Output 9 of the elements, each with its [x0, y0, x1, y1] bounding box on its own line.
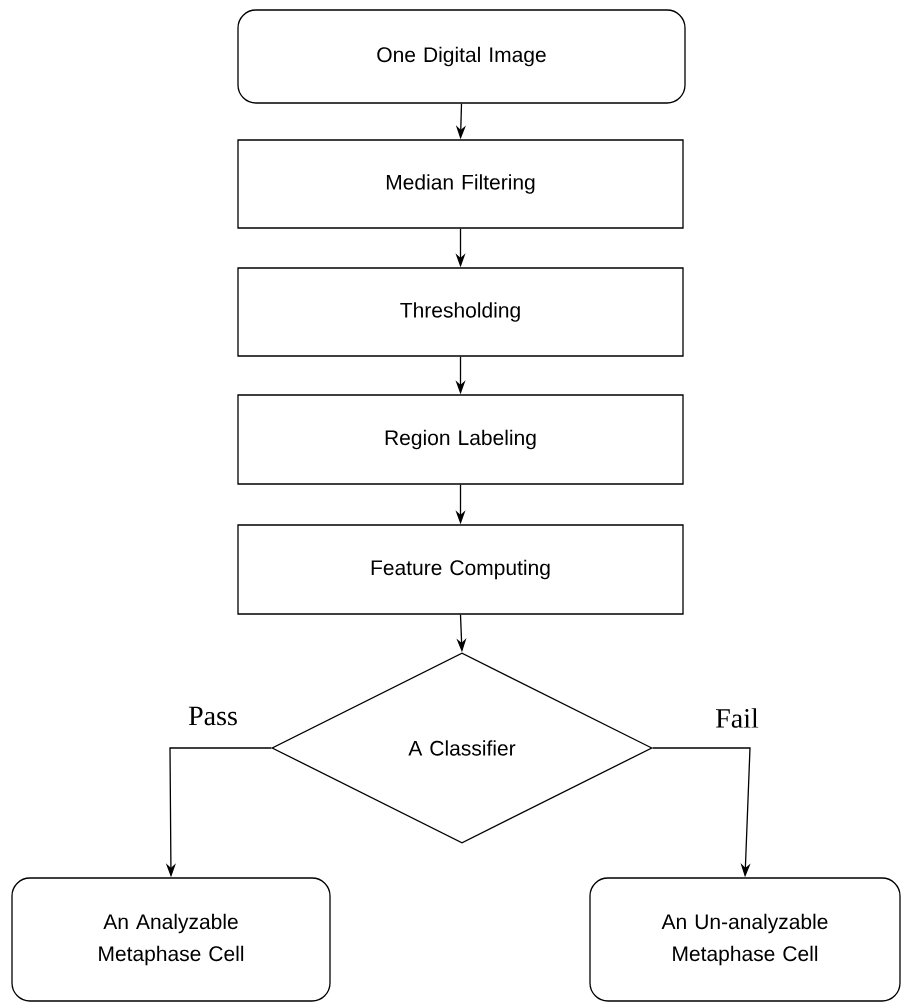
- process-box: Thresholding: [237, 267, 684, 357]
- edge-label: Pass: [188, 706, 237, 726]
- rounded-box: An Un-analyzable Metaphase Cell: [589, 877, 901, 1002]
- process-box: Region Labeling: [237, 394, 684, 485]
- rounded-box: An Analyzable Metaphase Cell: [11, 877, 331, 1002]
- edge-label: Fail: [716, 708, 759, 728]
- process-box: Feature Computing: [237, 524, 684, 615]
- rounded-box: One Digital Image: [237, 9, 686, 104]
- process-box: Median Filtering: [237, 139, 684, 229]
